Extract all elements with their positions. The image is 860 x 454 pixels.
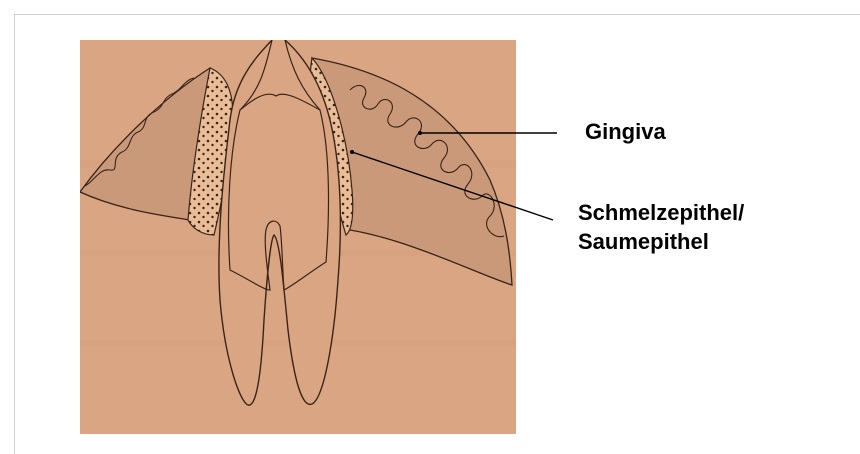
schmelzepithel-label-line1: Schmelzepithel/ bbox=[578, 198, 744, 227]
schmelzepithel-label-line2: Saumepithel bbox=[578, 227, 744, 256]
schmelzepithel-label: Schmelzepithel/ Saumepithel bbox=[578, 198, 744, 256]
tooth-diagram bbox=[80, 40, 516, 434]
gingiva-label: Gingiva bbox=[585, 117, 666, 146]
